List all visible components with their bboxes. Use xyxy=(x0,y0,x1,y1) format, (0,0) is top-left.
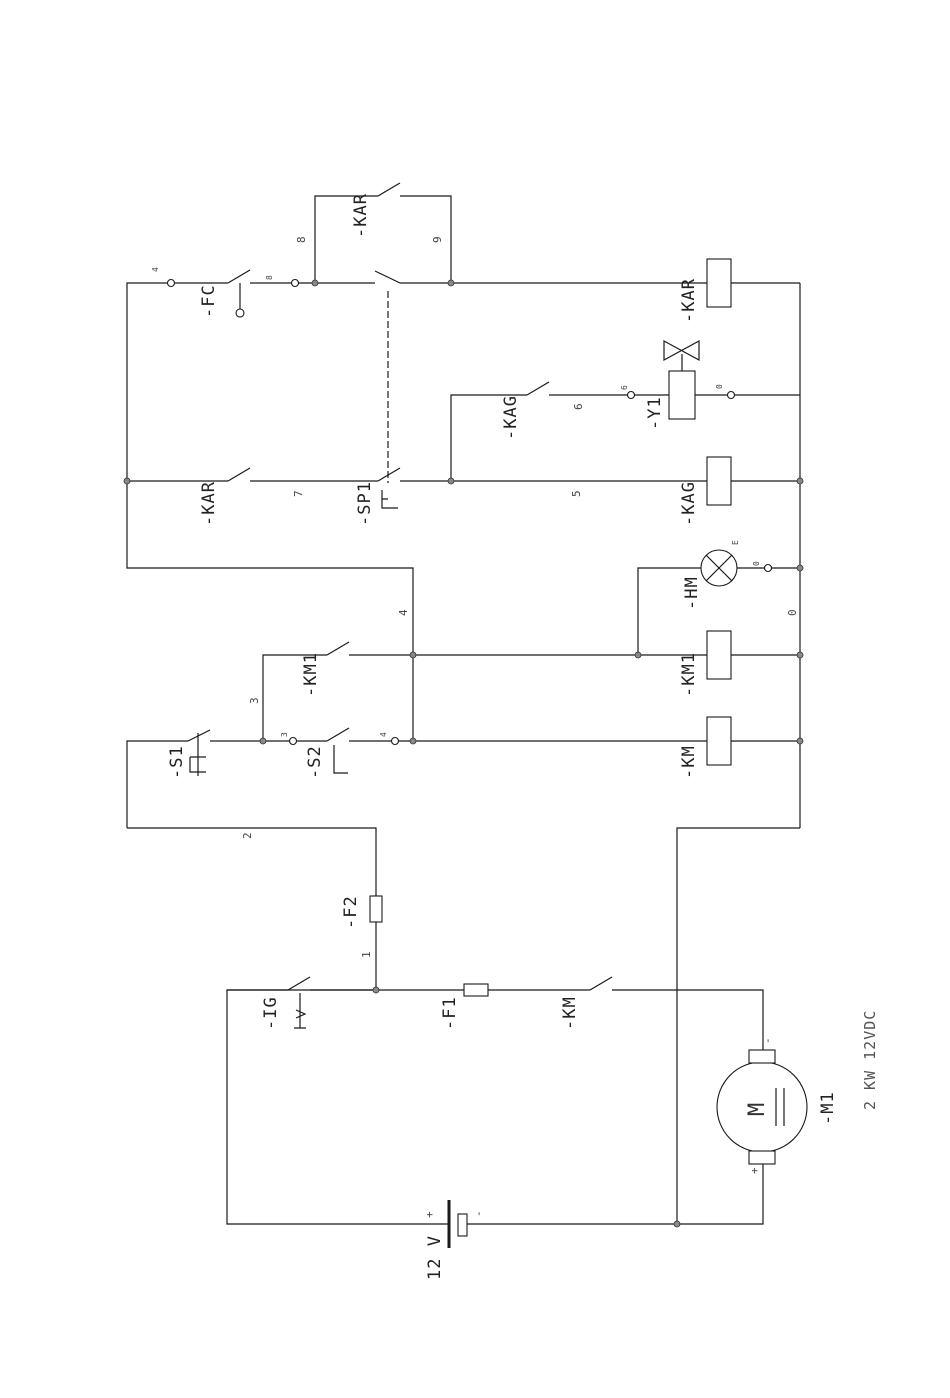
km-contact xyxy=(590,977,612,990)
label-ig: -IG xyxy=(261,996,281,1030)
wire-number: 0 xyxy=(786,609,799,616)
wire-number: 0 xyxy=(715,384,724,389)
wire-number: 4 xyxy=(379,732,388,737)
label-f1: -F1 xyxy=(440,996,460,1030)
label-km1-coil: -KM1 xyxy=(679,652,699,697)
devices xyxy=(370,259,807,1248)
wire-number: 0 xyxy=(752,561,761,566)
label-kag-coil: -KAG xyxy=(679,481,699,526)
wire-number: 4 xyxy=(397,609,410,616)
kag-coil xyxy=(707,457,731,505)
label-f2: -F2 xyxy=(341,895,361,929)
wire-number: 8 xyxy=(295,236,308,243)
label-km-contact: -KM xyxy=(560,996,580,1030)
wire-number: 5 xyxy=(570,490,583,497)
battery-minus: - xyxy=(472,1210,485,1217)
wire-number: 1 xyxy=(360,951,373,958)
kar-coil xyxy=(707,259,731,307)
motor-letter: M xyxy=(745,1103,770,1116)
wire-number: 8 xyxy=(265,275,274,280)
wire-number: 3 xyxy=(248,697,261,704)
s1-contact xyxy=(188,730,210,741)
km-coil xyxy=(707,717,731,765)
label-km1-contact: -KM1 xyxy=(301,652,321,697)
label-s1: -S1 xyxy=(167,745,187,779)
f2-fuse xyxy=(370,896,382,922)
wire-number: 6 xyxy=(620,385,629,390)
wire-number: 3 xyxy=(280,732,289,737)
junctions xyxy=(124,280,803,1227)
sp1-actuator-icon xyxy=(382,490,398,508)
motor-rating: 2 KW 12VDC xyxy=(861,1010,879,1110)
battery-plus: + xyxy=(423,1211,436,1218)
sp1-nc-contact xyxy=(378,468,400,481)
y1-valve-coil xyxy=(669,371,695,419)
fc-actuator-icon xyxy=(236,309,244,317)
label-kar-contact: -KAR xyxy=(199,481,219,526)
sp1-contact xyxy=(375,271,400,283)
label-fc: -FC xyxy=(199,284,219,318)
wire-number: 7 xyxy=(292,490,305,497)
wire-number: 4 xyxy=(151,267,160,272)
km1-coil xyxy=(707,631,731,679)
valve-icon xyxy=(664,341,699,371)
label-y1: -Y1 xyxy=(645,396,665,430)
motor-minus: - xyxy=(761,1037,774,1044)
kar-contact xyxy=(228,468,250,481)
label-hm: -HM xyxy=(682,576,702,610)
f1-fuse xyxy=(464,984,488,996)
ig-contact xyxy=(288,977,310,990)
label-sp1: -SP1 xyxy=(355,481,375,526)
label-kag-contact: -KAG xyxy=(501,395,521,440)
wire-number: 9 xyxy=(431,236,444,243)
label-s2: -S2 xyxy=(305,745,325,779)
s2-contact xyxy=(327,728,349,741)
label-kar-top: -KAR xyxy=(351,193,371,238)
ig-key-icon xyxy=(294,993,306,1028)
motor-plus: + xyxy=(748,1167,761,1174)
kag-contact xyxy=(527,382,549,395)
kar-top-contact xyxy=(378,183,400,196)
km1-contact xyxy=(327,642,349,655)
wire-number: 2 xyxy=(241,832,254,839)
wire-number: 6 xyxy=(572,403,585,410)
s2-actuator-icon xyxy=(334,745,348,773)
label-kar-coil: -KAR xyxy=(679,278,699,323)
label-battery: 12 V xyxy=(425,1235,445,1280)
motor-brush-minus xyxy=(749,1050,775,1063)
lamp-e: E xyxy=(731,540,740,545)
label-m1: -M1 xyxy=(818,1091,838,1125)
label-km-coil: -KM xyxy=(679,745,699,779)
contacts xyxy=(188,183,612,1028)
motor-brush-plus xyxy=(749,1151,775,1164)
fc-contact xyxy=(228,270,250,283)
